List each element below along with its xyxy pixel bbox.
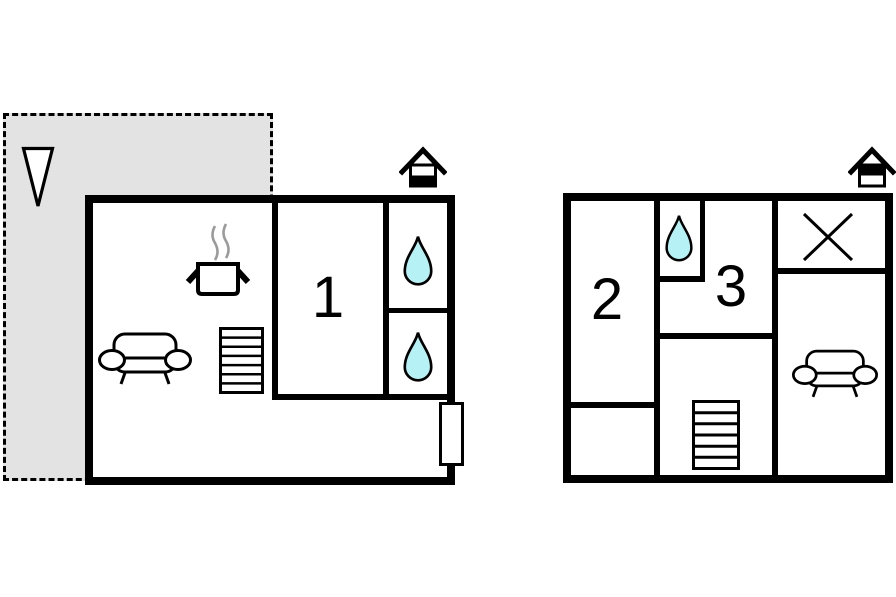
water-drop-icon xyxy=(403,332,433,382)
chimney-icon xyxy=(848,146,896,188)
sofa-icon xyxy=(98,332,192,385)
wall xyxy=(383,308,451,313)
wall xyxy=(700,193,705,282)
water-drop-icon xyxy=(403,236,433,286)
wall xyxy=(563,402,660,408)
chimney-icon xyxy=(399,146,447,188)
wall xyxy=(654,333,778,339)
wall xyxy=(772,268,893,274)
wall xyxy=(272,195,278,400)
north-arrow-icon xyxy=(21,146,55,207)
sofa-icon xyxy=(792,349,878,398)
entrance-door xyxy=(439,402,464,466)
cross-icon xyxy=(802,212,854,262)
room-label-2: 2 xyxy=(590,267,624,332)
stairs-icon xyxy=(692,400,740,470)
stairs-icon xyxy=(219,327,264,394)
room-label-3: 3 xyxy=(714,254,748,319)
wall xyxy=(272,394,455,400)
water-drop-icon xyxy=(665,215,693,262)
room-label-1: 1 xyxy=(311,265,345,330)
wall xyxy=(383,195,389,400)
cooking-pot-icon xyxy=(185,223,251,296)
wall xyxy=(654,276,705,282)
